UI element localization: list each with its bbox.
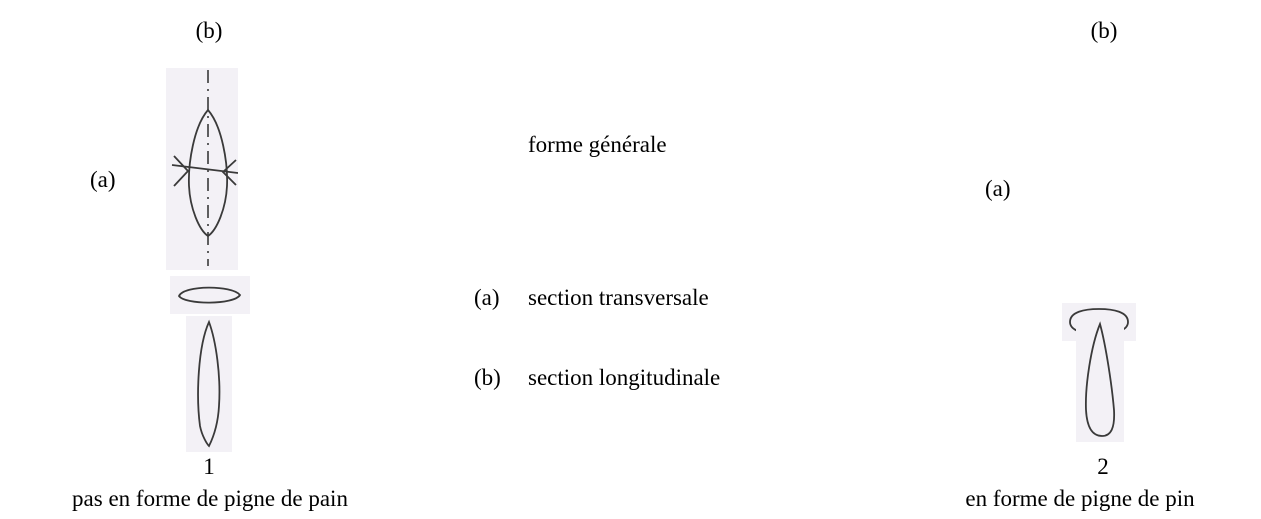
figure-2-longitudinal-section-sketch [1076,316,1124,442]
legend-b-marker: (b) [474,365,501,390]
figure-1-number: 1 [203,454,215,479]
figure-2-label-a: (a) [985,176,1011,201]
figure-2-label-b: (b) [1090,18,1118,43]
figure-2-caption: en forme de pigne de pin [965,486,1195,511]
legend-a-marker: (a) [474,285,500,310]
figure-1-label-a: (a) [90,167,116,192]
legend-a-text: section transversale [528,285,709,310]
figure-1-longitudinal-section-sketch [186,316,232,452]
figure-1-transverse-section-sketch [170,276,250,314]
figure-1-caption: pas en forme de pigne de pain [72,486,348,511]
legend-b-text: section longitudinale [528,365,721,390]
legend-general-shape: forme générale [528,132,667,157]
figure-1-label-b: (b) [195,18,223,43]
figure-1-general-shape-sketch [166,68,238,270]
figure-2-number: 2 [1097,454,1109,479]
